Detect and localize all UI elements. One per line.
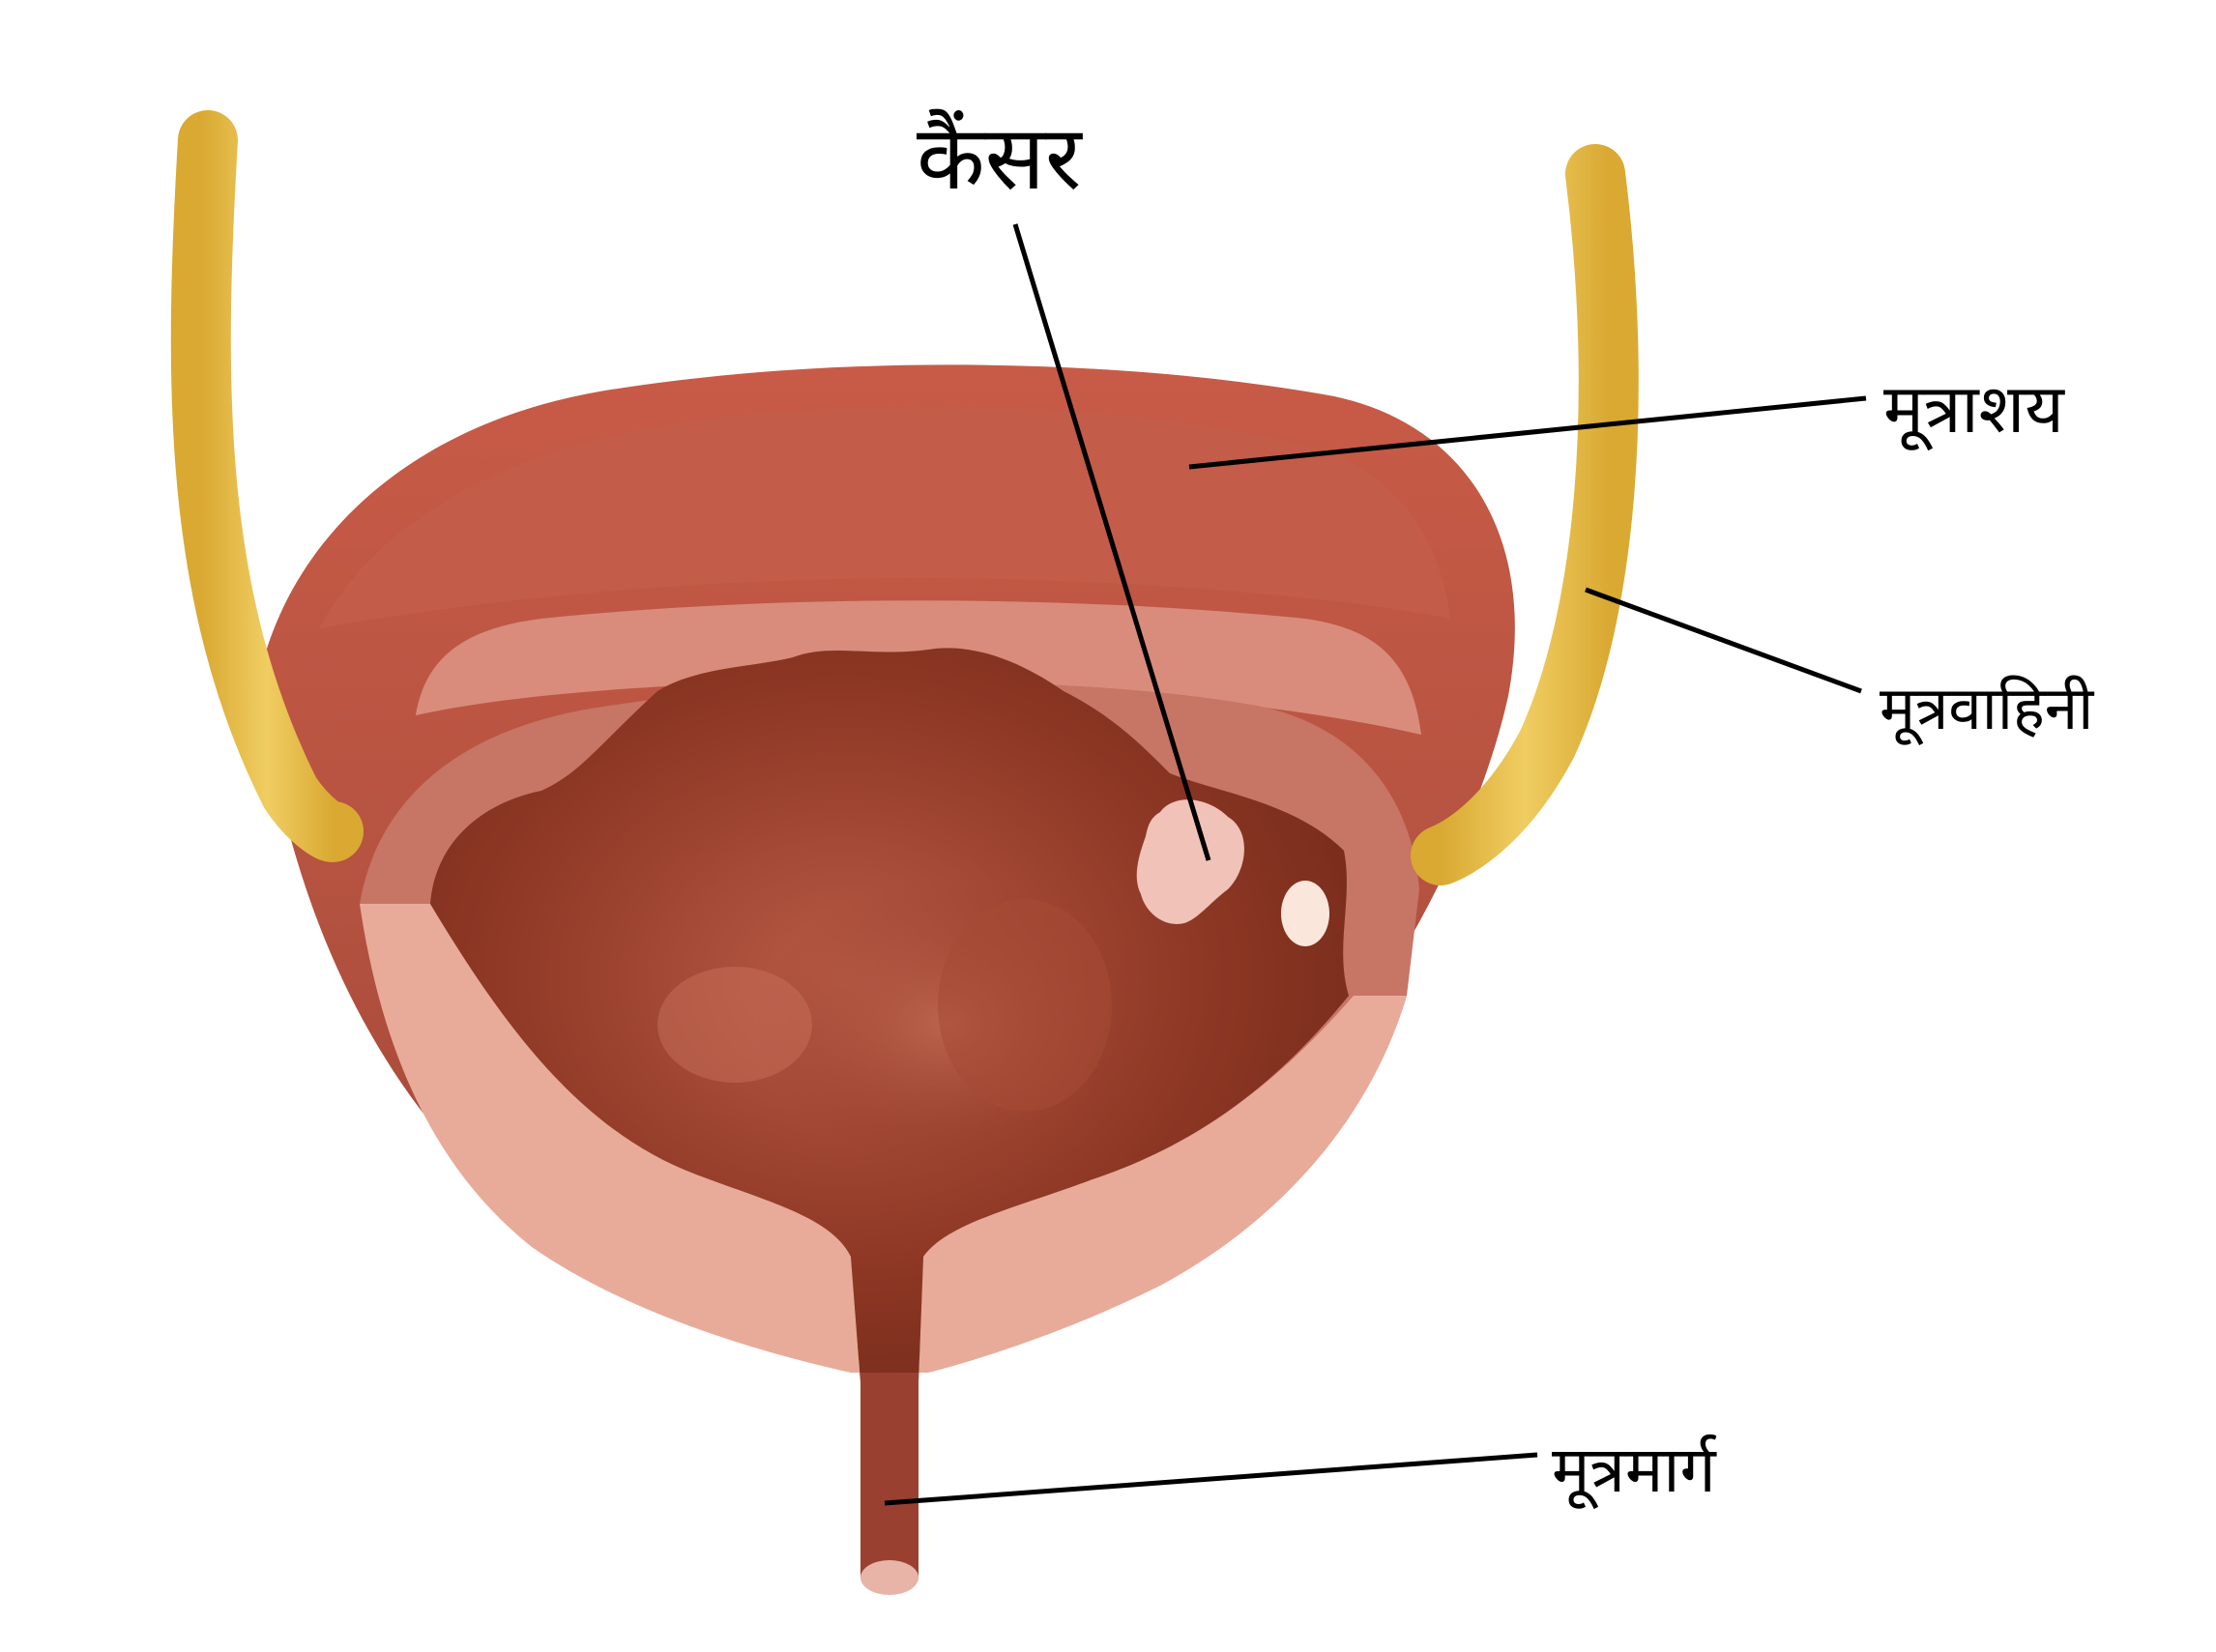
cancer-leader-line (1012, 223, 1211, 861)
bladder-fold (657, 967, 812, 1083)
cancer-label: कैंसर (917, 106, 1082, 210)
urethra-leader-line (884, 1452, 1538, 1506)
ureter-leader-line (1585, 587, 1862, 694)
bladder-leader-line (1188, 395, 1867, 470)
bladder-top-surface (319, 406, 1450, 628)
urethra (860, 1373, 918, 1594)
urethra-opening (860, 1560, 918, 1595)
urethra-label: मूत्रमार्ग (1552, 1433, 1716, 1507)
left-ureter (170, 110, 364, 862)
right-ureter (1411, 144, 1639, 885)
tumor-spot (1281, 881, 1329, 946)
ureter-label: मूत्रवाहिनी (1880, 673, 2094, 743)
bladder-label: मूत्राशय (1883, 369, 2064, 449)
bladder-fold (938, 899, 1112, 1112)
tumor (1136, 799, 1244, 924)
bladder-lining (360, 904, 1407, 1382)
